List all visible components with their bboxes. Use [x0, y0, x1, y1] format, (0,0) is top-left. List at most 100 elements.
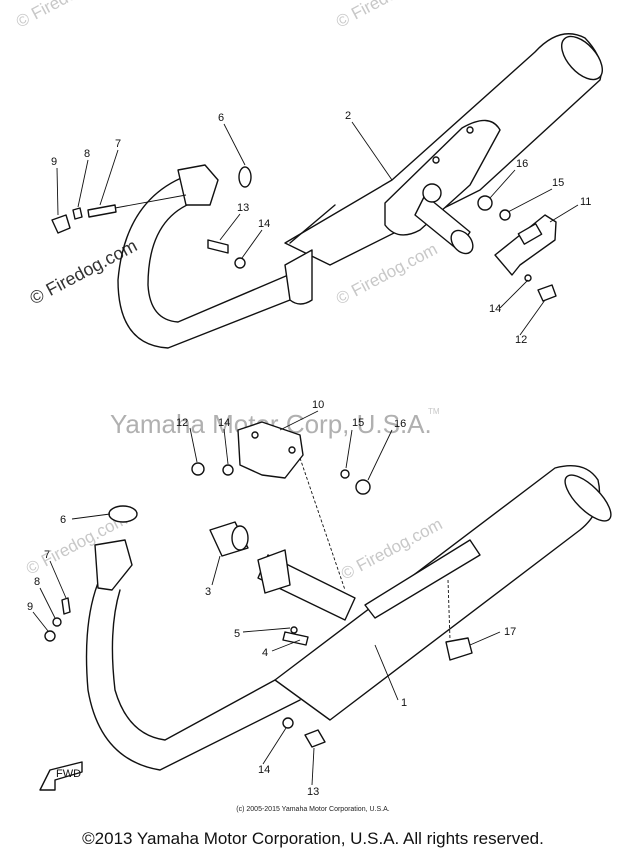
exhaust-pipe [85, 577, 301, 771]
muffler-end-cap [564, 474, 612, 522]
leader-line [519, 299, 546, 336]
leader-line [71, 513, 111, 520]
bolt [304, 729, 326, 748]
leader-line [223, 123, 246, 166]
header-flange [94, 539, 133, 591]
nut [44, 630, 56, 642]
washer [290, 626, 298, 634]
callout-label: 15 [352, 417, 364, 429]
cushion-end [231, 525, 249, 551]
exhaust-pipe [111, 589, 276, 741]
leader-line [279, 410, 319, 431]
callout-label: 2 [345, 110, 351, 122]
leader-line [271, 639, 301, 652]
stud-nut [51, 214, 71, 234]
callout-label: 8 [84, 148, 90, 160]
nut [191, 462, 205, 476]
leader-line [367, 429, 393, 481]
watermark-tm: TM [428, 407, 440, 416]
watermark-firedog: © Firedog.com [333, 0, 441, 32]
shield-hole [432, 156, 440, 164]
tail-pipe-opening [450, 229, 474, 255]
leader-line [374, 644, 399, 701]
callout-leaders [32, 121, 579, 786]
callout-label: 9 [27, 601, 33, 613]
washer [234, 257, 246, 269]
leader-line [242, 627, 291, 633]
washer [72, 207, 83, 220]
leader-line [499, 279, 529, 309]
bottom-assembly [44, 421, 612, 771]
leader-line [262, 727, 287, 765]
heat-shield [364, 539, 481, 619]
header-gasket [238, 166, 252, 188]
callout-label: 6 [218, 112, 224, 124]
washer [282, 717, 294, 729]
washer [524, 274, 532, 282]
callout-label: 4 [262, 647, 268, 659]
shield-hole [466, 126, 474, 134]
mount-bracket [494, 214, 557, 276]
watermark-layer: © Firedog.com © Firedog.com © Firedog.co… [13, 0, 446, 584]
bolt [207, 239, 229, 254]
header-gasket [108, 505, 138, 523]
leader-line [77, 159, 89, 208]
leader-line [32, 611, 49, 632]
leader-line [39, 587, 56, 619]
rubber-grommet [445, 637, 473, 661]
fwd-label: FWD [56, 768, 81, 780]
bracket-slot [517, 223, 543, 245]
leader-line [345, 429, 353, 469]
callout-label: 3 [205, 586, 211, 598]
leader-line [189, 427, 198, 463]
footer-copyright: ©2013 Yamaha Motor Corporation, U.S.A. A… [82, 829, 544, 848]
callout-label: 6 [60, 514, 66, 526]
pipe-joint-ring [422, 183, 442, 203]
bracket-hole [288, 446, 296, 454]
washer [52, 617, 62, 627]
bracket-hole [251, 431, 259, 439]
stud-bolt [61, 597, 71, 615]
washer [340, 469, 350, 479]
header-flange [177, 164, 219, 206]
callout-label: 13 [237, 202, 249, 214]
pipe-section [289, 204, 336, 244]
callout-label: 12 [515, 334, 527, 346]
fwd-arrow: FWD [39, 761, 83, 791]
callout-label: 7 [44, 549, 50, 561]
callout-label: 14 [218, 417, 230, 429]
callout-label: 1 [401, 697, 407, 709]
leader-line [311, 747, 315, 786]
watermark-firedog: © Firedog.com [13, 0, 121, 32]
callout-label: 9 [51, 156, 57, 168]
callout-label: 16 [394, 418, 406, 430]
stud-bolt [87, 204, 117, 218]
leader-line [49, 560, 67, 599]
fwd-arrow-shape [39, 761, 83, 791]
leader-line [469, 631, 501, 646]
leader-line [507, 188, 553, 213]
callout-label: 15 [552, 177, 564, 189]
leader-line [241, 229, 263, 259]
callout-label: 14 [258, 218, 270, 230]
muffler-end-cap [561, 35, 603, 81]
top-callouts: 9 8 7 6 2 13 14 16 15 11 14 12 [51, 110, 591, 346]
nut [355, 479, 371, 495]
callout-label: 14 [489, 303, 501, 315]
bottom-callouts: 12 14 10 15 16 6 7 8 9 3 5 4 17 1 14 13 [27, 399, 516, 798]
leader-line [489, 169, 516, 199]
muffler-body [274, 465, 601, 721]
exhaust-pipe [117, 175, 291, 349]
heat-shield [384, 119, 501, 236]
leader-line [56, 167, 59, 216]
washer [222, 464, 234, 476]
small-copyright: (c) 2005-2015 Yamaha Motor Corporation, … [236, 806, 390, 813]
top-assembly [51, 33, 603, 349]
pipe-clamp [284, 249, 313, 305]
washer [499, 209, 511, 221]
leader-line [223, 428, 229, 465]
leader-line [99, 149, 119, 206]
leader-line [299, 457, 346, 591]
leader-line [351, 121, 393, 181]
